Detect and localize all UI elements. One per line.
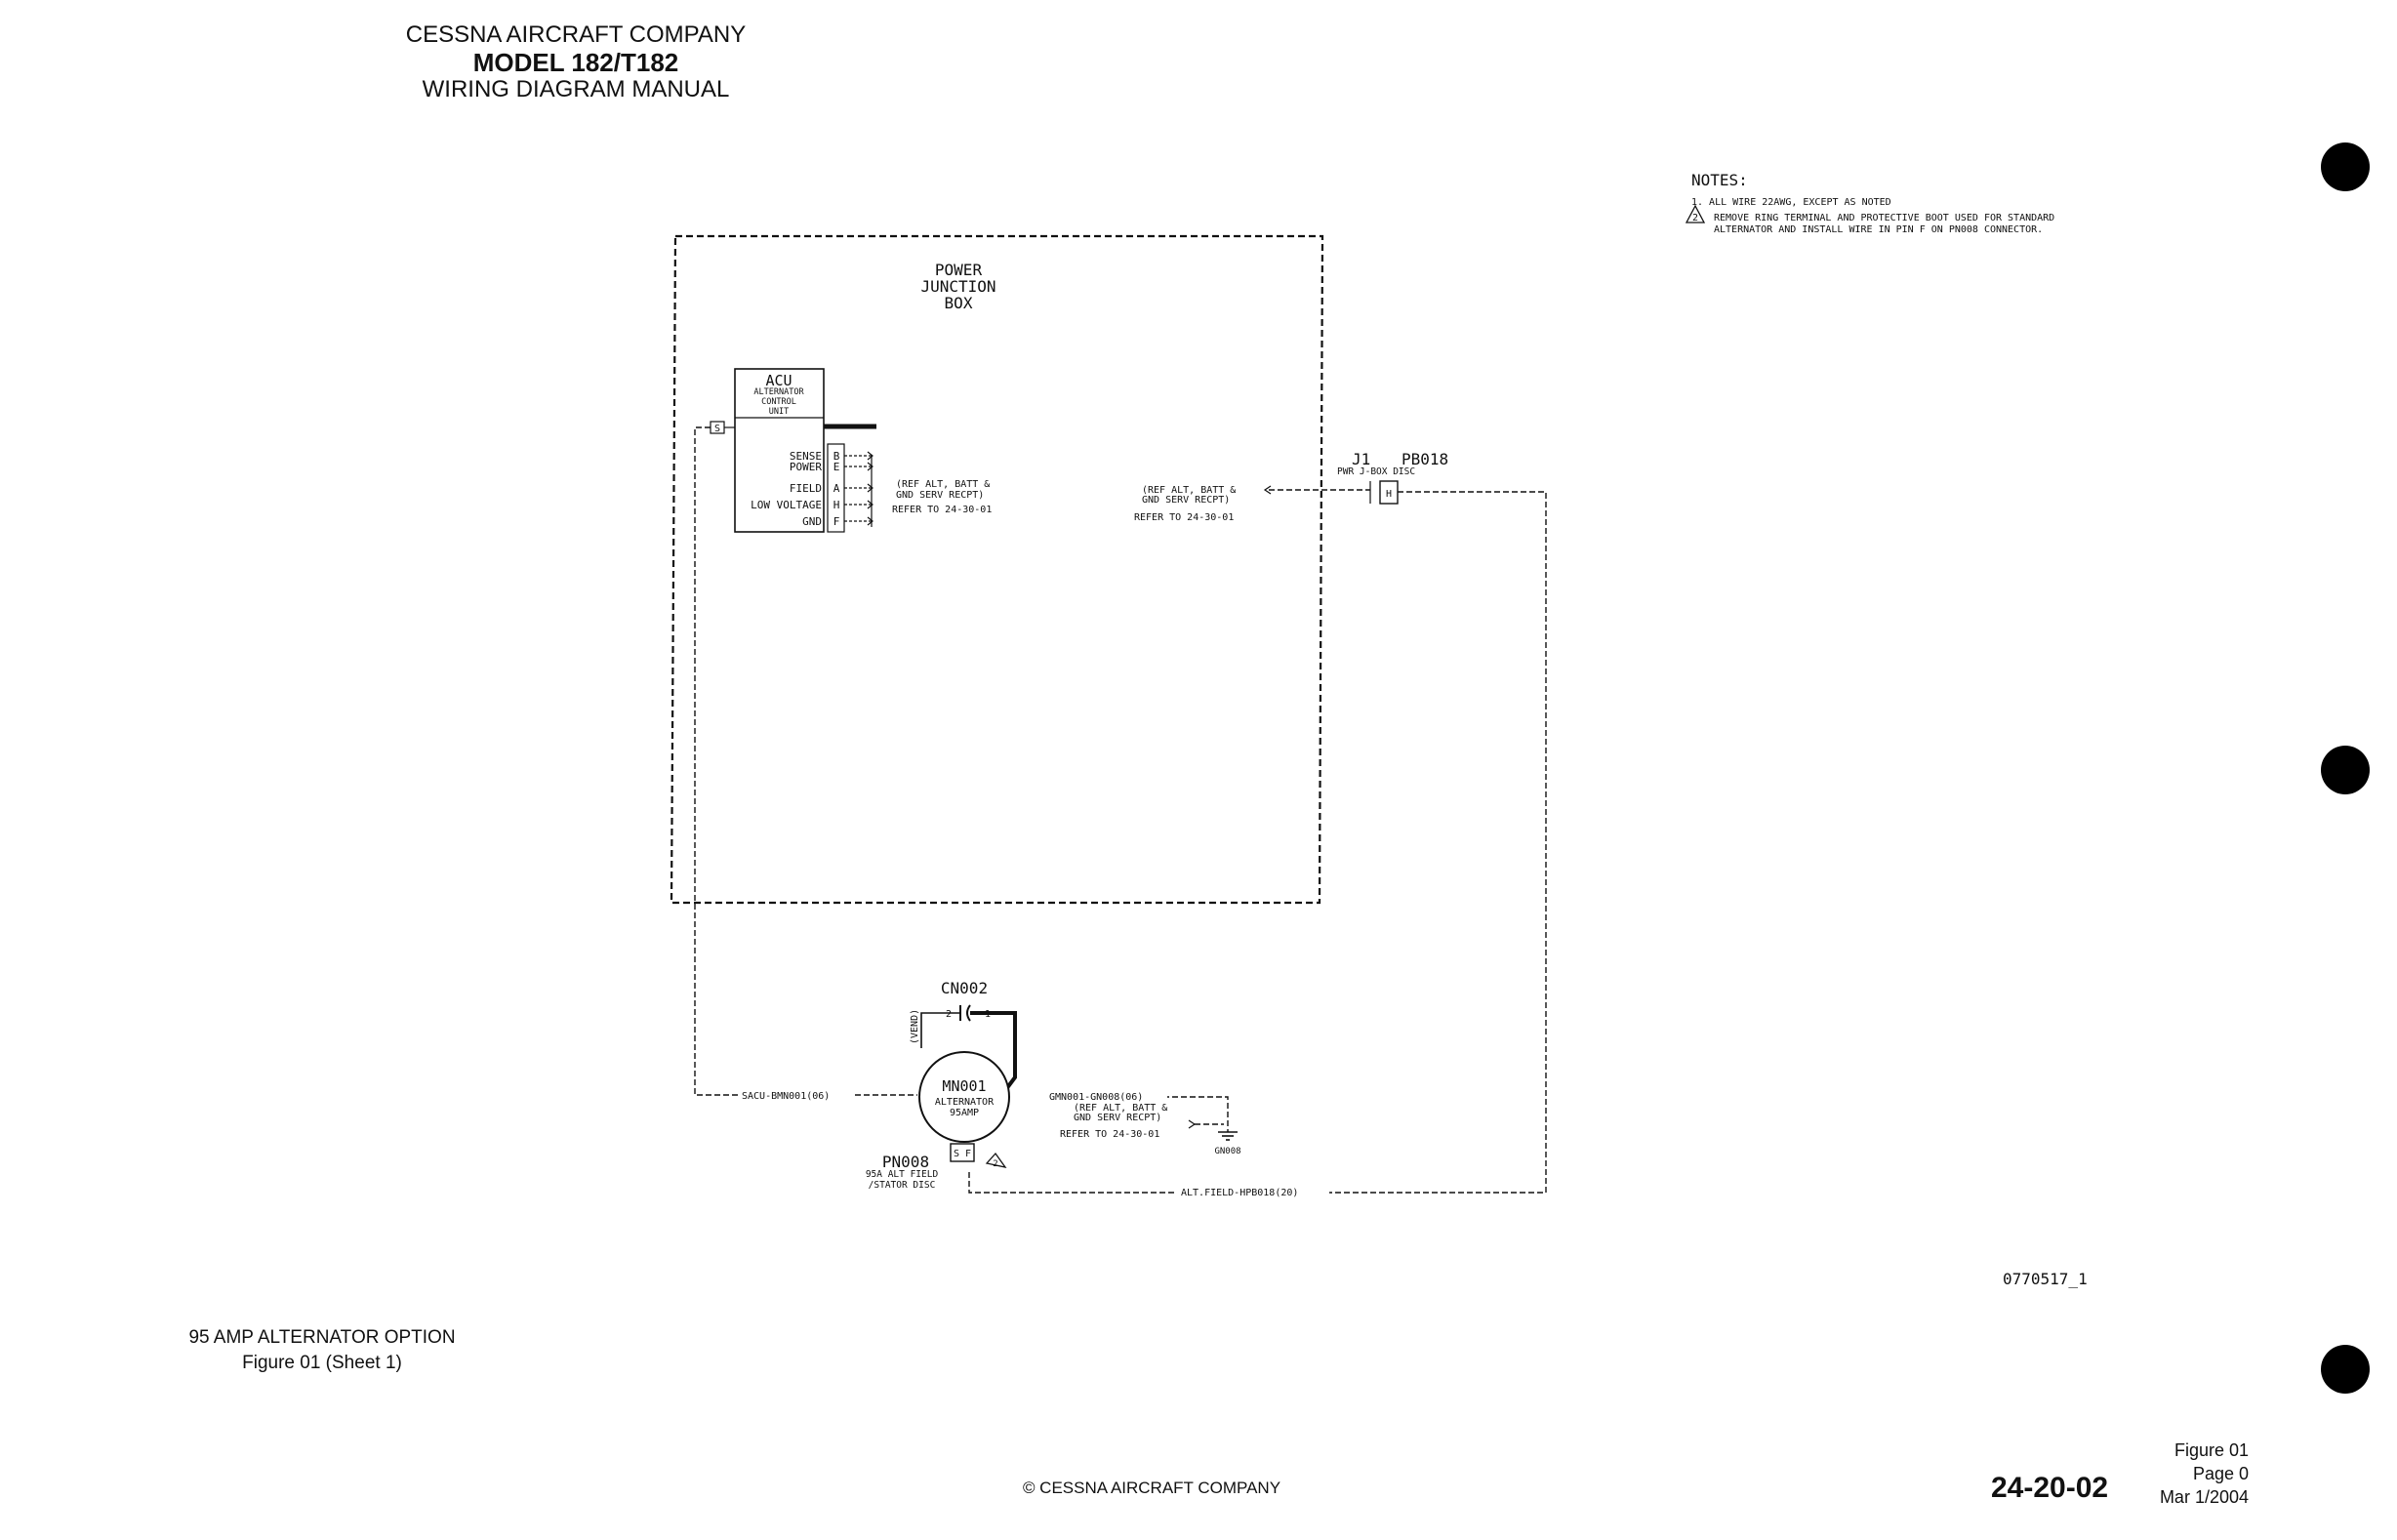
binder-hole-top	[2321, 142, 2370, 191]
junction-box-label-1: POWER	[935, 261, 983, 279]
acu-unit: ACU ALTERNATOR CONTROL UNIT S SENSE B PO…	[710, 368, 992, 533]
cn002-vend: (VEND)	[910, 1009, 920, 1044]
acu-ref-line-1: (REF ALT, BATT &	[896, 479, 990, 490]
acu-ref-line-3: REFER TO 24-30-01	[892, 505, 992, 515]
acu-ground-pin: S	[714, 424, 720, 434]
note-triangle-icon	[1685, 204, 1706, 223]
gn008-name: GN008	[1214, 1147, 1240, 1156]
acu-pin-b: B	[833, 450, 840, 463]
note-1: 1. ALL WIRE 22AWG, EXCEPT AS NOTED	[1691, 197, 1891, 208]
cn002-name: CN002	[941, 979, 988, 997]
pb018-name: PB018	[1402, 450, 1448, 468]
acu-desc-2: CONTROL	[761, 397, 796, 407]
pn008-note-flag: 2	[993, 1159, 997, 1169]
pb018-connector: J1 PB018 PWR J-BOX DISC H	[1337, 450, 1448, 505]
gn008-ref-line-1: (REF ALT, BATT &	[1074, 1103, 1167, 1114]
mn001-alternator: MN001 ALTERNATOR 95AMP	[918, 1051, 1010, 1143]
footer-date: Mar 1/2004	[2159, 1487, 2249, 1507]
caption-subtitle: Figure 01 (Sheet 1)	[242, 1353, 402, 1373]
footer-page: Page 0	[2192, 1464, 2249, 1483]
acu-pin-f: F	[833, 515, 840, 528]
gn008-ground: GN008 (REF ALT, BATT & GND SERV RECPT) R…	[1060, 1103, 1241, 1156]
jbox-ref-line-1: (REF ALT, BATT &	[1142, 485, 1236, 496]
acu-pin-a: A	[833, 482, 840, 495]
note-2-line-2: ALTERNATOR AND INSTALL WIRE IN PIN F ON …	[1714, 224, 2043, 235]
drawing-id: 0770517_1	[2003, 1270, 2088, 1288]
acu-name: ACU	[765, 372, 792, 389]
pn008-connector: S F PN008 95A ALT FIELD /STATOR DISC 2	[866, 1143, 1007, 1191]
acu-pin-label-sense: SENSE	[790, 450, 822, 463]
binder-hole-bottom	[2321, 1345, 2370, 1394]
notes-title: NOTES:	[1691, 171, 1748, 189]
pb018-j1: J1	[1352, 450, 1370, 468]
model-title: MODEL 182/T182	[472, 48, 679, 77]
acu-pin-label-field: FIELD	[790, 482, 822, 495]
wires	[694, 426, 1547, 1194]
power-junction-box: POWER JUNCTION BOX	[670, 234, 1324, 905]
document-number: 24-20-02	[1991, 1472, 2109, 1504]
copyright: © CESSNA AIRCRAFT COMPANY	[1022, 1479, 1281, 1497]
note-2-number: 2	[1692, 213, 1698, 223]
document-header: CESSNA AIRCRAFT COMPANY MODEL 182/T182 W…	[371, 21, 781, 103]
mn001-name: MN001	[942, 1077, 986, 1095]
page-info: Figure 01 Page 0 Mar 1/2004	[2128, 1439, 2249, 1509]
pn008-name: PN008	[882, 1153, 929, 1171]
pn008-desc-1: 95A ALT FIELD	[866, 1169, 939, 1180]
acu-desc-3: UNIT	[769, 407, 789, 417]
acu-pin-label-gnd: GND	[802, 515, 822, 528]
mn001-desc-1: ALTERNATOR	[935, 1097, 995, 1108]
pn008-pins: S F	[954, 1149, 971, 1159]
acu-pin-label-power: POWER	[790, 461, 822, 473]
acu-pin-e: E	[833, 461, 840, 473]
junction-box-label-2: JUNCTION	[920, 277, 995, 296]
cn002-pin-1: 1	[985, 1009, 991, 1020]
footer-figure: Figure 01	[2174, 1440, 2249, 1460]
jbox-ref-line-2: GND SERV RECPT)	[1142, 495, 1230, 506]
acu-pin-label-low-voltage: LOW VOLTAGE	[751, 499, 822, 511]
figure-caption: 95 AMP ALTERNATOR OPTION Figure 01 (Shee…	[146, 1325, 498, 1376]
cn002-capacitor: CN002 2 1 (VEND)	[910, 979, 1017, 1095]
pn008-note-triangle-icon	[985, 1152, 1007, 1168]
acu-desc-1: ALTERNATOR	[753, 387, 804, 397]
mn001-desc-2: 95AMP	[950, 1108, 979, 1118]
gn008-ref-line-3: REFER TO 24-30-01	[1060, 1129, 1159, 1140]
manual-title: WIRING DIAGRAM MANUAL	[422, 76, 730, 102]
company-name: CESSNA AIRCRAFT COMPANY	[405, 21, 747, 48]
pb018-desc: PWR J-BOX DISC	[1337, 466, 1415, 477]
notes-block: NOTES: 1. ALL WIRE 22AWG, EXCEPT AS NOTE…	[1685, 171, 2054, 235]
note-2-line-1: REMOVE RING TERMINAL AND PROTECTIVE BOOT…	[1714, 213, 2054, 223]
gn008-ref-line-2: GND SERV RECPT)	[1074, 1113, 1161, 1123]
junction-box-label-3: BOX	[945, 294, 973, 312]
cn002-pin-2: 2	[946, 1009, 952, 1020]
acu-pin-h: H	[833, 499, 840, 511]
pn008-desc-2: /STATOR DISC	[869, 1180, 936, 1191]
pb018-pin: H	[1386, 489, 1392, 500]
caption-title: 95 AMP ALTERNATOR OPTION	[188, 1327, 456, 1348]
binder-hole-middle	[2321, 746, 2370, 794]
wire-label-field: ALT.FIELD-HPB018(20)	[1181, 1188, 1298, 1198]
wire-label-ground: GMN001-GN008(06)	[1049, 1092, 1143, 1103]
acu-ref-line-2: GND SERV RECPT)	[896, 490, 984, 501]
wire-label-sense: SACU-BMN001(06)	[742, 1091, 830, 1102]
jbox-ref-line-3: REFER TO 24-30-01	[1134, 512, 1234, 523]
